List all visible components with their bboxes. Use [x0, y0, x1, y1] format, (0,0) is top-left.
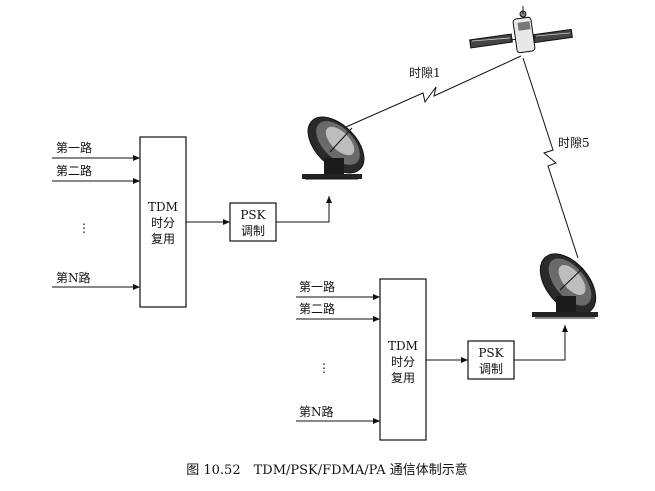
psk-to-dish-arrow	[514, 325, 568, 361]
tdm-label-line3: 复用	[151, 232, 175, 246]
earth-station-a-dish	[302, 116, 365, 180]
tdm-box	[379, 278, 427, 441]
psk-box	[467, 340, 515, 380]
psk-to-dish-arrow	[276, 196, 332, 223]
input-label-2: 第二路	[56, 163, 92, 178]
earth-station-b-dish	[532, 253, 598, 319]
psk-label: PSK	[240, 208, 266, 222]
satellite	[469, 6, 573, 54]
tdm-label: TDM	[388, 339, 418, 353]
tdm-label-line3: 复用	[391, 371, 415, 385]
psk-label-line2: 调制	[241, 224, 265, 238]
system-a: 第一路 第二路 ⋮ 第N路 TDM 时分 复用 PSK 调制	[52, 136, 332, 308]
uplink-a-lightning	[345, 55, 522, 128]
input-label-1: 第一路	[56, 140, 92, 155]
tdm-box	[139, 136, 187, 308]
input-ellipsis: ⋮	[318, 361, 330, 375]
tdm-label: TDM	[148, 200, 178, 214]
tdm-label-line2: 时分	[391, 355, 415, 369]
input-label-n: 第N路	[299, 404, 334, 419]
input-ellipsis: ⋮	[78, 221, 90, 235]
slot-1-label: 时隙1	[409, 66, 441, 80]
slot-5-label: 时隙5	[558, 136, 590, 150]
input-label-1: 第一路	[299, 279, 335, 294]
psk-box	[229, 202, 277, 242]
uplink-b-lightning	[522, 57, 579, 259]
psk-label: PSK	[478, 346, 504, 360]
figure-caption: 图 10.52 TDM/PSK/FDMA/PA 通信体制示意	[186, 462, 467, 478]
tdm-label-line2: 时分	[151, 216, 175, 230]
system-b: 第一路 第二路 ⋮ 第N路 TDM 时分 复用 PSK 调制	[296, 278, 568, 441]
input-label-n: 第N路	[56, 270, 91, 285]
input-label-2: 第二路	[299, 301, 335, 316]
psk-label-line2: 调制	[479, 362, 503, 376]
